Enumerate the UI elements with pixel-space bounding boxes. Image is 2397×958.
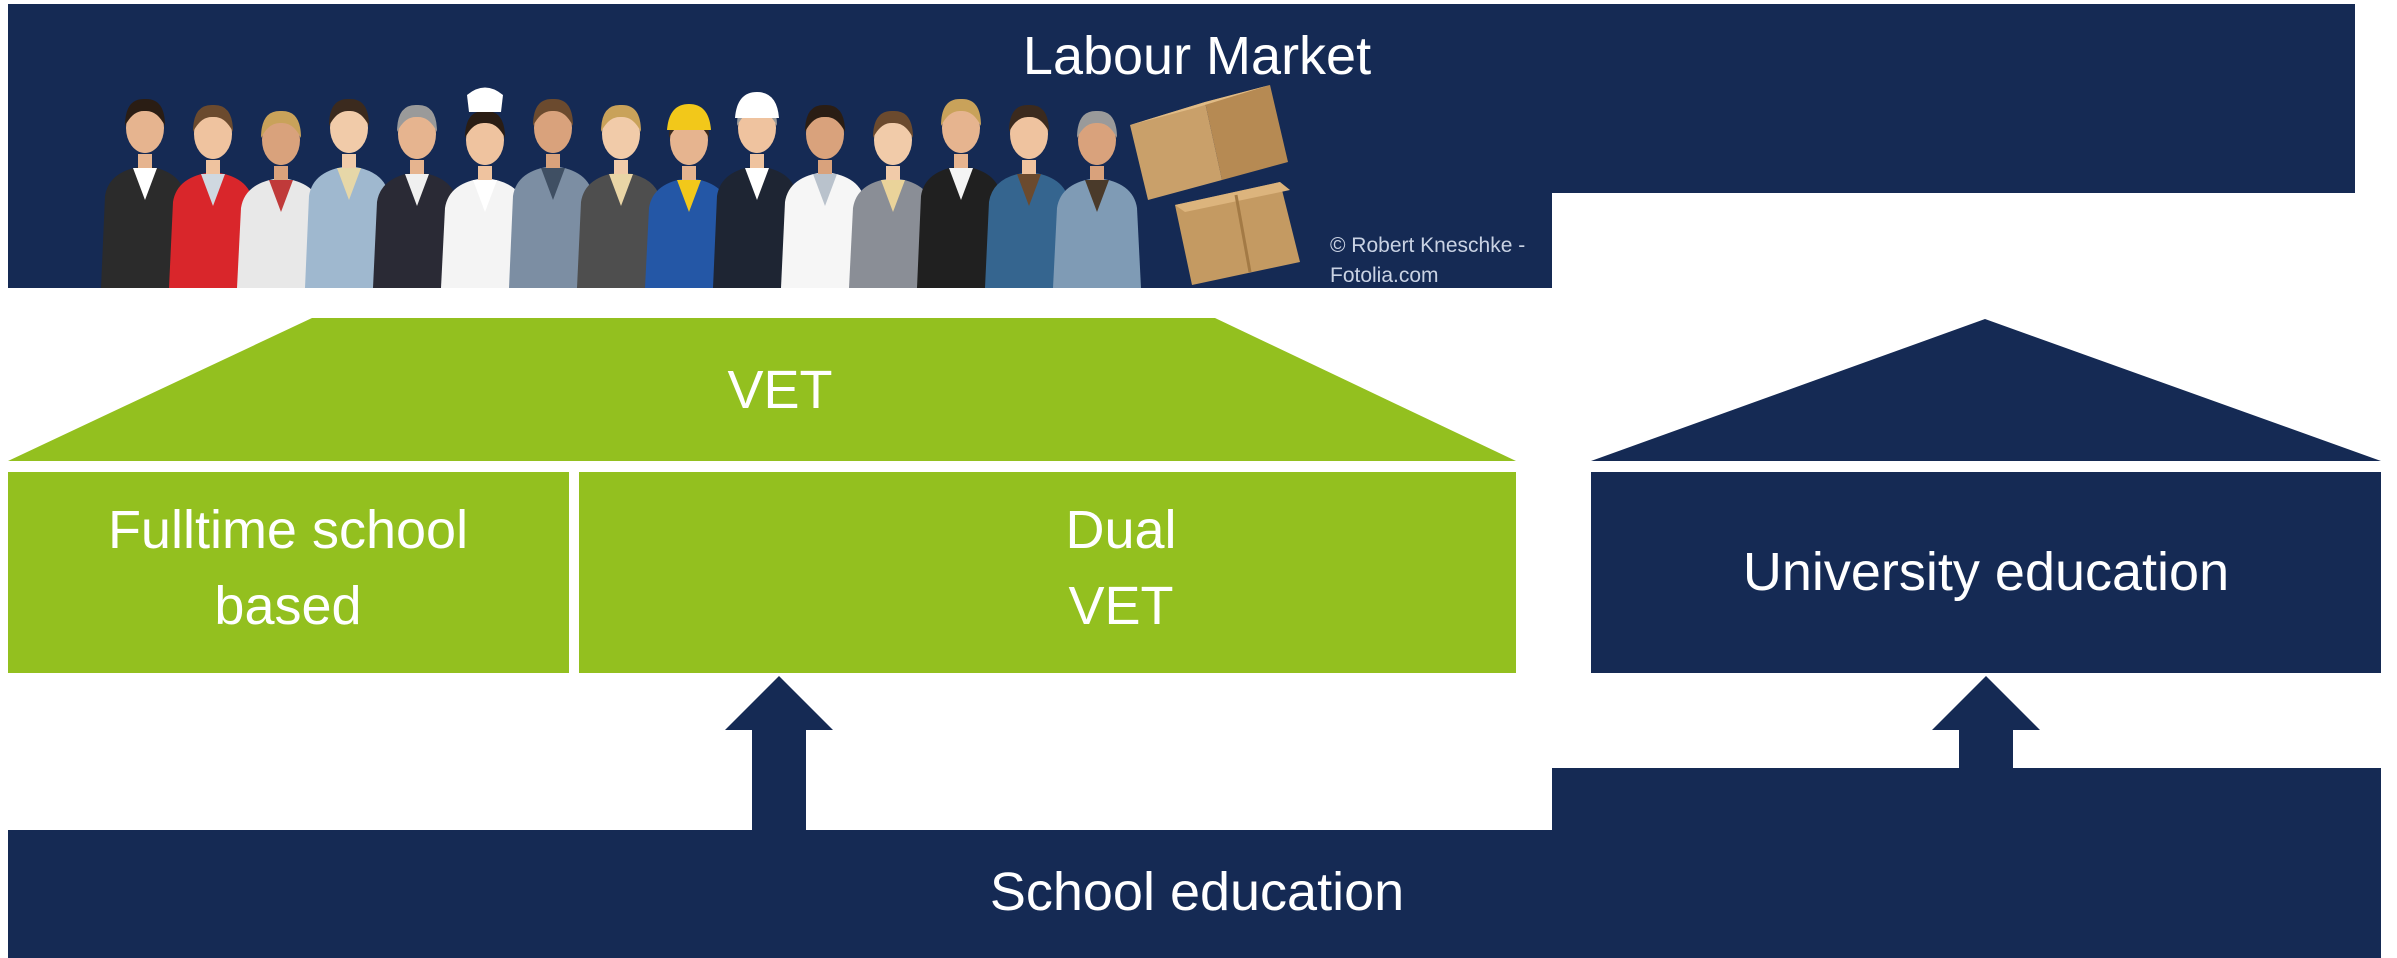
fulltime-school-label-line-1: Fulltime school [108, 500, 468, 560]
workers-group-photo [101, 87, 1141, 288]
hard-hat-image [667, 104, 711, 130]
worker-figure [781, 104, 869, 288]
university-education-label: University education [1743, 542, 2229, 602]
dual-vet-box [579, 472, 1516, 673]
university-roof [1591, 319, 2381, 461]
worker-figure [101, 98, 189, 288]
photo-credit-line-1: © Robert Kneschke - [1330, 234, 1525, 257]
fulltime-school-based-box [8, 472, 569, 673]
worker-figure [1053, 110, 1141, 288]
chef-hat-image [467, 87, 503, 112]
worker-figure [577, 104, 665, 288]
worker-figure [237, 110, 325, 288]
university-education-box [1591, 472, 2381, 673]
arrow-to-university [1932, 676, 2040, 770]
university-block: University education [1591, 319, 2381, 673]
labour-market-banner: Labour Market © Robert Kneschke - Fotoli… [8, 4, 2355, 288]
photo-credit-line-2: Fotolia.com [1330, 264, 1439, 287]
vet-block: VET Fulltime school based Dual VET [8, 318, 1516, 673]
dual-vet-label-line-2: VET [1068, 576, 1173, 636]
cardboard-boxes-image [1130, 85, 1300, 285]
school-education-band [8, 768, 2381, 958]
school-education-label: School education [990, 862, 1404, 922]
dual-vet-label-line-1: Dual [1065, 500, 1176, 560]
worker-figure [305, 98, 393, 288]
labour-market-title: Labour Market [1023, 26, 1371, 86]
worker-figure [849, 110, 937, 288]
hard-hat-image [735, 92, 779, 118]
vet-roof-label: VET [727, 360, 832, 420]
worker-figure [985, 104, 1073, 288]
worker-figure [509, 98, 597, 288]
fulltime-school-label-line-2: based [214, 576, 361, 636]
vet-roof [8, 318, 1516, 461]
worker-figure [373, 104, 461, 288]
worker-figure [169, 104, 257, 288]
worker-figure [441, 110, 529, 288]
school-education-block: School education [8, 676, 2381, 958]
arrow-to-dual-vet [725, 676, 833, 832]
worker-figure [917, 98, 1005, 288]
